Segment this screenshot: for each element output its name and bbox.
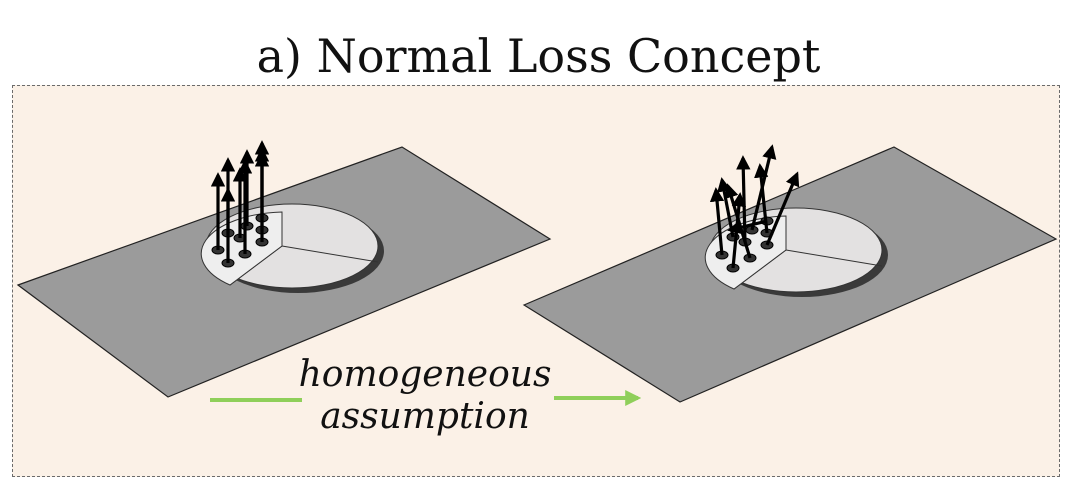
assumption-arrow [210, 390, 642, 406]
right-normal-vectors [709, 144, 800, 273]
left-surface-scene [16, 140, 552, 398]
assumption-caption-line1: homogeneous [298, 354, 552, 395]
assumption-caption-line2: assumption [320, 396, 530, 437]
assumption-caption: homogeneous assumption [260, 354, 590, 438]
figure-title: a) Normal Loss Concept [256, 29, 821, 83]
left-normal-vectors [210, 140, 270, 268]
right-surface-scene [522, 144, 1058, 403]
